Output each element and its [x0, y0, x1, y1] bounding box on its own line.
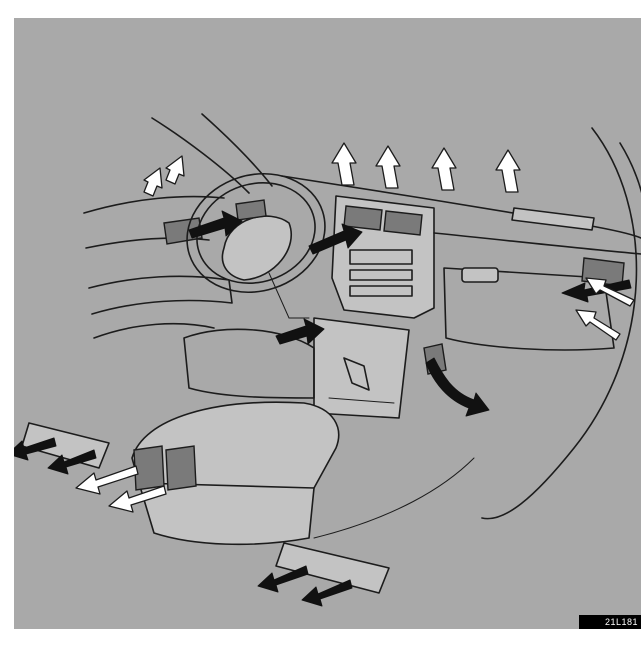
- windshield-frame-left: [152, 118, 249, 193]
- lower-console: [314, 318, 409, 418]
- airflow-arrow: [496, 150, 520, 192]
- defroster-airflow-arrows: [332, 143, 520, 192]
- side-window-arrow: [144, 168, 162, 196]
- climate-buttons: [350, 286, 412, 296]
- airflow-arrow: [376, 146, 400, 188]
- door-pocket: [94, 324, 214, 338]
- airflow-arrow: [332, 143, 356, 185]
- rear-vent-left: [134, 446, 164, 490]
- rear-floor-arrow-right: [258, 566, 308, 592]
- rear-vent-arrow: [76, 466, 138, 494]
- radio-display: [350, 250, 412, 264]
- door-panel-top: [84, 197, 224, 213]
- rear-floor-vent-right: [276, 543, 389, 593]
- defroster-slot: [512, 208, 594, 230]
- figure-code-label: 21L181: [579, 615, 641, 629]
- air-outlet-diagram: 21L181: [14, 18, 641, 629]
- windshield-frame-left-inner: [202, 114, 272, 186]
- climate-control-panel: [350, 270, 412, 280]
- rear-floor-arrow-right-2: [302, 580, 352, 606]
- dashboard-illustration: [14, 18, 641, 629]
- passenger-dash-face: [434, 233, 641, 254]
- right-intake-arrow-lower: [576, 310, 620, 340]
- rear-vent-right: [166, 446, 196, 490]
- windshield-frame-right-outer: [620, 143, 641, 318]
- airflow-arrow: [432, 148, 456, 190]
- center-vent-left: [344, 206, 382, 230]
- passenger-foot-arrow: [426, 358, 489, 416]
- center-vent-right: [384, 211, 422, 235]
- floor-line: [314, 458, 474, 538]
- glovebox-handle: [462, 268, 498, 282]
- side-window-arrow: [166, 156, 184, 184]
- steering-column: [269, 273, 309, 318]
- steering-side-vent: [236, 200, 266, 220]
